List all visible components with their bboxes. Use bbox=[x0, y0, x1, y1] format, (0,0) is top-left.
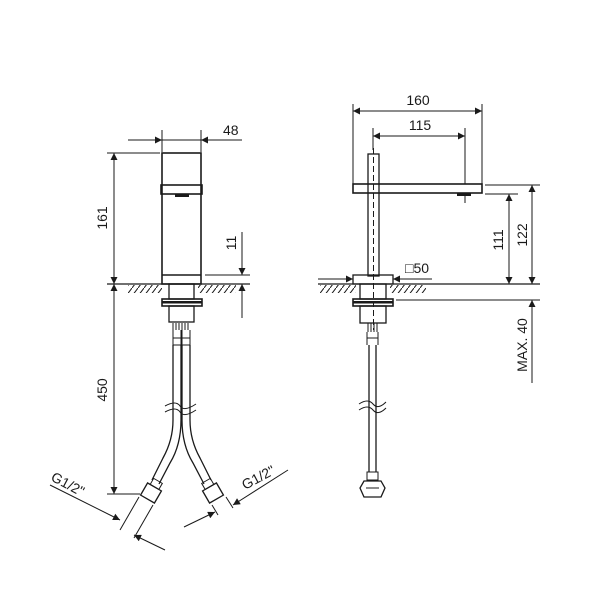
dim-161-label: 161 bbox=[94, 206, 110, 230]
dim-body-height: 161 bbox=[94, 152, 160, 284]
side-hose bbox=[358, 332, 387, 498]
supply-hoses bbox=[139, 330, 225, 504]
spout bbox=[352, 148, 483, 330]
dim-max-deck-thickness: MAX. 40 bbox=[514, 300, 536, 383]
dim-total-reach: 160 bbox=[352, 92, 483, 184]
dim-115-label: 115 bbox=[409, 117, 432, 133]
faucet-body bbox=[160, 152, 203, 285]
dim-160-label: 160 bbox=[406, 92, 430, 108]
side-base bbox=[352, 274, 394, 332]
dim-g12-left-label: G1/2" bbox=[49, 469, 88, 500]
dim-122-label: 122 bbox=[514, 223, 530, 247]
dim-total-height: 122 bbox=[485, 184, 540, 284]
mounting-fitting bbox=[161, 283, 203, 330]
dim-11-label: 11 bbox=[223, 236, 239, 251]
dim-base-thickness: 11 bbox=[205, 232, 250, 318]
side-hatch-right bbox=[390, 285, 426, 293]
dim-111-label: 111 bbox=[490, 229, 506, 250]
dim-outlet-height: 111 bbox=[485, 193, 518, 284]
dim-hose-length: 450 bbox=[94, 284, 140, 495]
dim-g12-right-label: G1/2" bbox=[239, 462, 278, 493]
dim-48-label: 48 bbox=[223, 122, 239, 138]
dim-left-connection: G1/2" bbox=[49, 469, 166, 551]
dim-max40-label: MAX. 40 bbox=[514, 318, 530, 372]
deck-hatch-right bbox=[198, 285, 236, 293]
dim-right-connection: G1/2" bbox=[183, 462, 289, 528]
side-view: 160 115 111 122 MAX. 40 bbox=[318, 92, 540, 498]
dim-spout-reach: 115 bbox=[372, 117, 466, 184]
front-view: 48 161 11 450 G1/2" bbox=[49, 122, 289, 551]
dim-body-width: 48 bbox=[128, 122, 242, 152]
dim-450-label: 450 bbox=[94, 378, 110, 402]
dim-square50-label: □50 bbox=[405, 260, 429, 276]
side-hatch-left bbox=[320, 285, 356, 293]
deck-hatch-left bbox=[128, 285, 162, 293]
hose-nut bbox=[359, 480, 386, 498]
dim-base-square: □50 bbox=[318, 260, 432, 283]
